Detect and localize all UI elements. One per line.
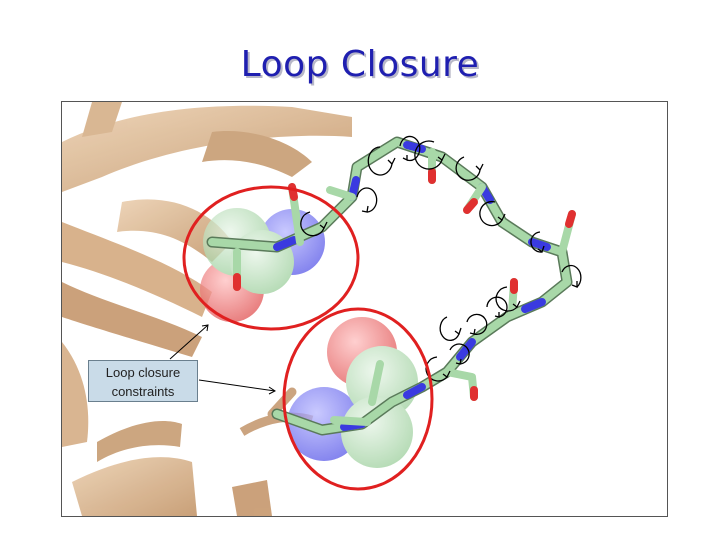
protein-illustration [62,102,582,516]
lower-atom-cluster [287,317,418,468]
upper-atom-cluster [200,208,325,322]
rotation-arrow-icons [300,135,582,382]
callout-line-2: constraints [111,384,175,399]
constraints-callout: Loop closure constraints [88,360,198,402]
molecule-figure [61,101,668,517]
callout-line-1: Loop closure [105,365,181,380]
slide-title: Loop Closure [240,44,480,85]
